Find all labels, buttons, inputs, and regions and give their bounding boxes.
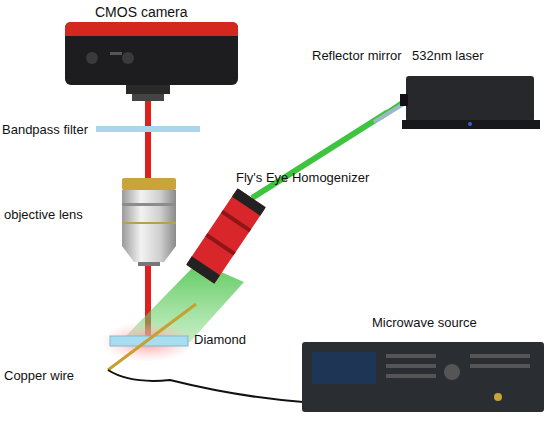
microwave-body xyxy=(302,342,544,412)
microwave-buttons xyxy=(470,364,530,368)
part-label: Reflector mirror xyxy=(312,48,402,64)
part-label: objective lens xyxy=(4,207,83,223)
laser-body xyxy=(406,76,534,122)
part-label: Bandpass filter xyxy=(2,122,88,138)
homogenizer-body xyxy=(186,188,266,283)
microwave-buttons xyxy=(386,354,436,358)
camera-mount xyxy=(132,94,164,101)
camera-top-band xyxy=(65,22,238,36)
homogenizer-ring xyxy=(221,210,251,232)
microwave-buttons xyxy=(470,354,530,358)
objective-nose xyxy=(122,246,176,262)
homogenizer-ring xyxy=(205,233,235,255)
homogenizer-ring xyxy=(186,256,220,283)
part-label: CMOS camera xyxy=(95,4,188,20)
objective-ring xyxy=(122,178,176,190)
homogenizer-ring xyxy=(232,188,266,215)
camera-body xyxy=(65,22,238,85)
part-label: 532nm laser xyxy=(412,48,484,64)
camera-mount xyxy=(126,85,170,94)
objective-body xyxy=(122,190,176,246)
copper-wire xyxy=(108,304,196,370)
bandpass-filter xyxy=(96,126,200,132)
camera-port xyxy=(122,52,134,64)
microwave-screen xyxy=(312,352,376,384)
part-label: Copper wire xyxy=(4,368,74,384)
laser-base xyxy=(402,120,540,129)
laser-beam xyxy=(252,112,388,198)
homogenizer xyxy=(186,188,266,283)
microwave-buttons xyxy=(386,374,436,378)
objective-band xyxy=(122,203,176,206)
part-label: Diamond xyxy=(194,332,246,348)
camera-slot xyxy=(110,52,122,55)
objective-tip xyxy=(138,262,160,266)
objective-band xyxy=(122,222,176,224)
laser-indicator xyxy=(468,122,472,126)
laser-aperture xyxy=(400,94,408,106)
part-label: Fly's Eye Homogenizer xyxy=(236,170,369,186)
fluorescence-glow xyxy=(100,322,196,362)
microwave-connector xyxy=(494,393,502,401)
camera-port xyxy=(86,52,98,64)
microwave-knob xyxy=(444,364,460,380)
part-label: Microwave source xyxy=(372,315,477,331)
microwave-buttons xyxy=(386,364,436,368)
